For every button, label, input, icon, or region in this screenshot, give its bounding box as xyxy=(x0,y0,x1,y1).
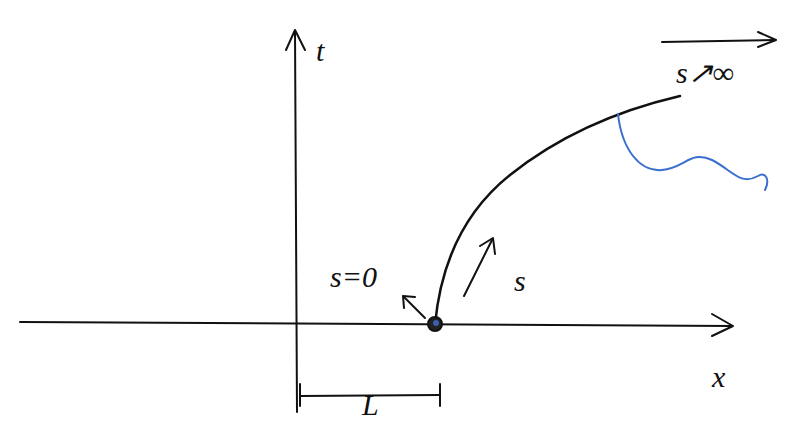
dimension-label: L xyxy=(362,390,379,420)
parameter-label: s xyxy=(514,266,526,296)
limit-label: s↗∞ xyxy=(676,58,734,88)
point-label: s=0 xyxy=(330,262,377,292)
axis-label: x xyxy=(712,362,725,392)
axis-label: t xyxy=(316,36,324,66)
